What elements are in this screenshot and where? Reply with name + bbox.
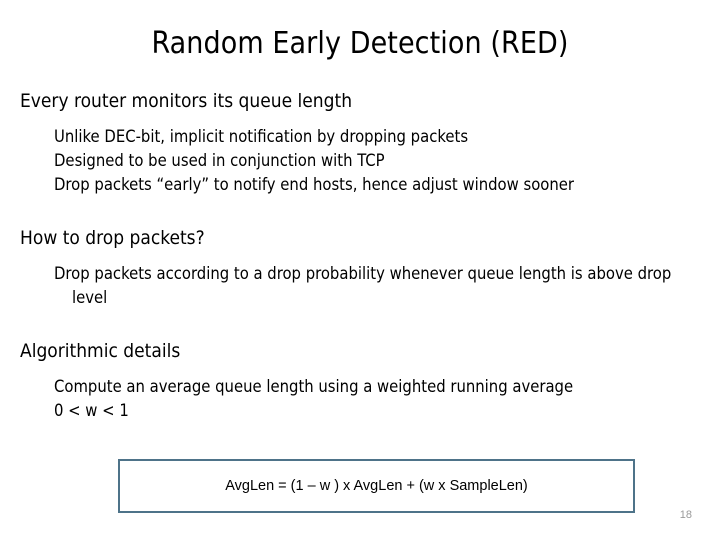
bullet-3-1: Compute an average queue length using a … — [54, 377, 574, 396]
section-heading-3: Algorithmic details — [20, 340, 181, 362]
bullet-3-2: 0 < w < 1 — [54, 401, 129, 420]
spacer — [0, 197, 720, 225]
formula-text: AvgLen = (1 – w ) x AvgLen + (w x Sample… — [225, 478, 528, 494]
bullet-1-2: Designed to be used in conjunction with … — [54, 151, 385, 170]
slide-body: Every router monitors its queue length U… — [0, 88, 720, 423]
page-number: 18 — [679, 509, 692, 521]
bullet-1-3: Drop packets “early” to notify end hosts… — [54, 175, 575, 194]
spacer — [0, 252, 720, 262]
page-title: Random Early Detection (RED) — [151, 26, 569, 61]
bullet-1-1: Unlike DEC-bit, implicit notification by… — [54, 127, 469, 146]
spacer — [0, 115, 720, 125]
spacer — [0, 365, 720, 375]
bullet-2-1: Drop packets according to a drop probabi… — [54, 264, 672, 307]
spacer — [0, 310, 720, 338]
section-heading-1: Every router monitors its queue length — [20, 90, 353, 112]
section-heading-2: How to drop packets? — [20, 227, 205, 249]
formula-callout-box: AvgLen = (1 – w ) x AvgLen + (w x Sample… — [118, 459, 635, 513]
